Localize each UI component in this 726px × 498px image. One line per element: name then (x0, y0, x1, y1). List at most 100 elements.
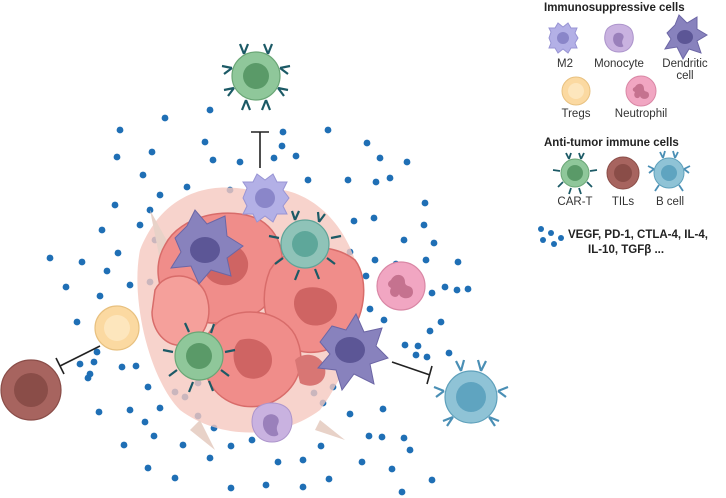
factor-dot (365, 432, 373, 440)
neutrophil-cell (376, 261, 426, 311)
factor-dot (420, 221, 428, 229)
legend-label-monocyte: Monocyte (594, 58, 644, 70)
factor-dot (156, 404, 164, 412)
factor-dot (344, 176, 352, 184)
factor-dot (179, 441, 187, 449)
factor-dot (401, 341, 409, 349)
factor-dot (441, 283, 449, 291)
inhibition-line-right (391, 361, 431, 376)
factor-dot (262, 481, 270, 489)
legend-label-b-cell: B cell (655, 196, 685, 208)
factor-dot (453, 286, 461, 294)
legend-antitumor-title: Anti-tumor immune cells (544, 137, 679, 149)
factor-dot (46, 254, 54, 262)
factor-dot (248, 436, 256, 444)
factor-dot (445, 349, 453, 357)
factor-dot (156, 191, 164, 199)
factor-dot (412, 351, 420, 359)
factor-dot (371, 256, 379, 264)
factor-dot (209, 156, 217, 164)
factor-dot (454, 258, 462, 266)
factor-dot (437, 318, 445, 326)
factor-dot (299, 483, 307, 491)
legend-label-tregs: Tregs (561, 108, 591, 120)
legend-monocyte-icon (604, 23, 634, 53)
factor-dot (95, 408, 103, 416)
factor-dot (111, 201, 119, 209)
factor-dot (421, 199, 429, 207)
factor-dot (426, 327, 434, 335)
factor-dot (206, 454, 214, 462)
factor-dot (372, 178, 380, 186)
factor-dot (363, 139, 371, 147)
factor-dot (358, 458, 366, 466)
factor-dot (324, 126, 332, 134)
dendritic-cell-right (317, 312, 389, 392)
factor-dot (317, 442, 325, 450)
legend-treg-icon (561, 76, 591, 106)
factor-dot (227, 442, 235, 450)
dendritic-cell-tumor (170, 209, 244, 285)
legend-immunosuppressive-title: Immunosuppressive cells (544, 2, 685, 14)
factor-dot (398, 488, 406, 496)
factor-dot (279, 128, 287, 136)
factor-dot (350, 217, 358, 225)
factor-dot (304, 176, 312, 184)
factor-dot (98, 226, 106, 234)
factor-dot (236, 158, 244, 166)
legend-label-dendritic: Dendritic cell (662, 58, 708, 82)
factor-dot (139, 171, 147, 179)
factor-dot (376, 154, 384, 162)
factor-dot (422, 256, 430, 264)
legend-panel: Immunosuppressive cells M2 Monocyte Dend… (536, 0, 726, 498)
m2-macrophage (242, 173, 290, 223)
factor-dot (388, 465, 396, 473)
factor-dot (403, 158, 411, 166)
factor-dot (84, 374, 92, 382)
legend-car-t-icon (552, 152, 598, 195)
factor-dot (78, 258, 86, 266)
factor-dot (73, 318, 81, 326)
legend-label-m2: M2 (557, 58, 573, 70)
factor-dot (414, 342, 422, 350)
factor-dot (278, 142, 286, 150)
legend-neutrophil-icon (625, 75, 657, 107)
treg-cell (94, 305, 140, 351)
factor-dot (362, 272, 370, 280)
car-receptors (221, 43, 291, 111)
factor-dot (136, 221, 144, 229)
factor-dot (148, 148, 156, 156)
factor-dot (90, 358, 98, 366)
tumor-cell (151, 275, 210, 346)
factor-dot (378, 433, 386, 441)
factor-dot (150, 432, 158, 440)
factor-dot (161, 114, 169, 122)
tumor-nucleus (293, 287, 338, 326)
factor-dot (270, 154, 278, 162)
factor-dot (132, 362, 140, 370)
factor-dot (400, 236, 408, 244)
legend-label-neutrophil: Neutrophil (614, 108, 668, 120)
factors-line-1: VEGF, PD-1, CTLA-4, IL-4, (568, 229, 708, 241)
factor-dot (141, 418, 149, 426)
factor-dot (103, 267, 111, 275)
factor-dot (120, 441, 128, 449)
inhibition-line-left (59, 345, 101, 367)
factor-dot (62, 283, 70, 291)
factor-dot (113, 153, 121, 161)
tumor-nucleus (295, 354, 326, 386)
factor-dot (171, 474, 179, 482)
factor-dot (93, 348, 101, 356)
factor-dot (400, 434, 408, 442)
secreted-factor-dots (46, 106, 472, 496)
factor-dot (183, 183, 191, 191)
factor-dot (325, 475, 333, 483)
factor-dot (428, 289, 436, 297)
factor-dot (299, 456, 307, 464)
legend-b-cell-icon (647, 150, 691, 192)
factor-dot (346, 410, 354, 418)
factor-dot (380, 316, 388, 324)
factor-dot (96, 292, 104, 300)
car-t-cell-tumor (268, 210, 342, 281)
